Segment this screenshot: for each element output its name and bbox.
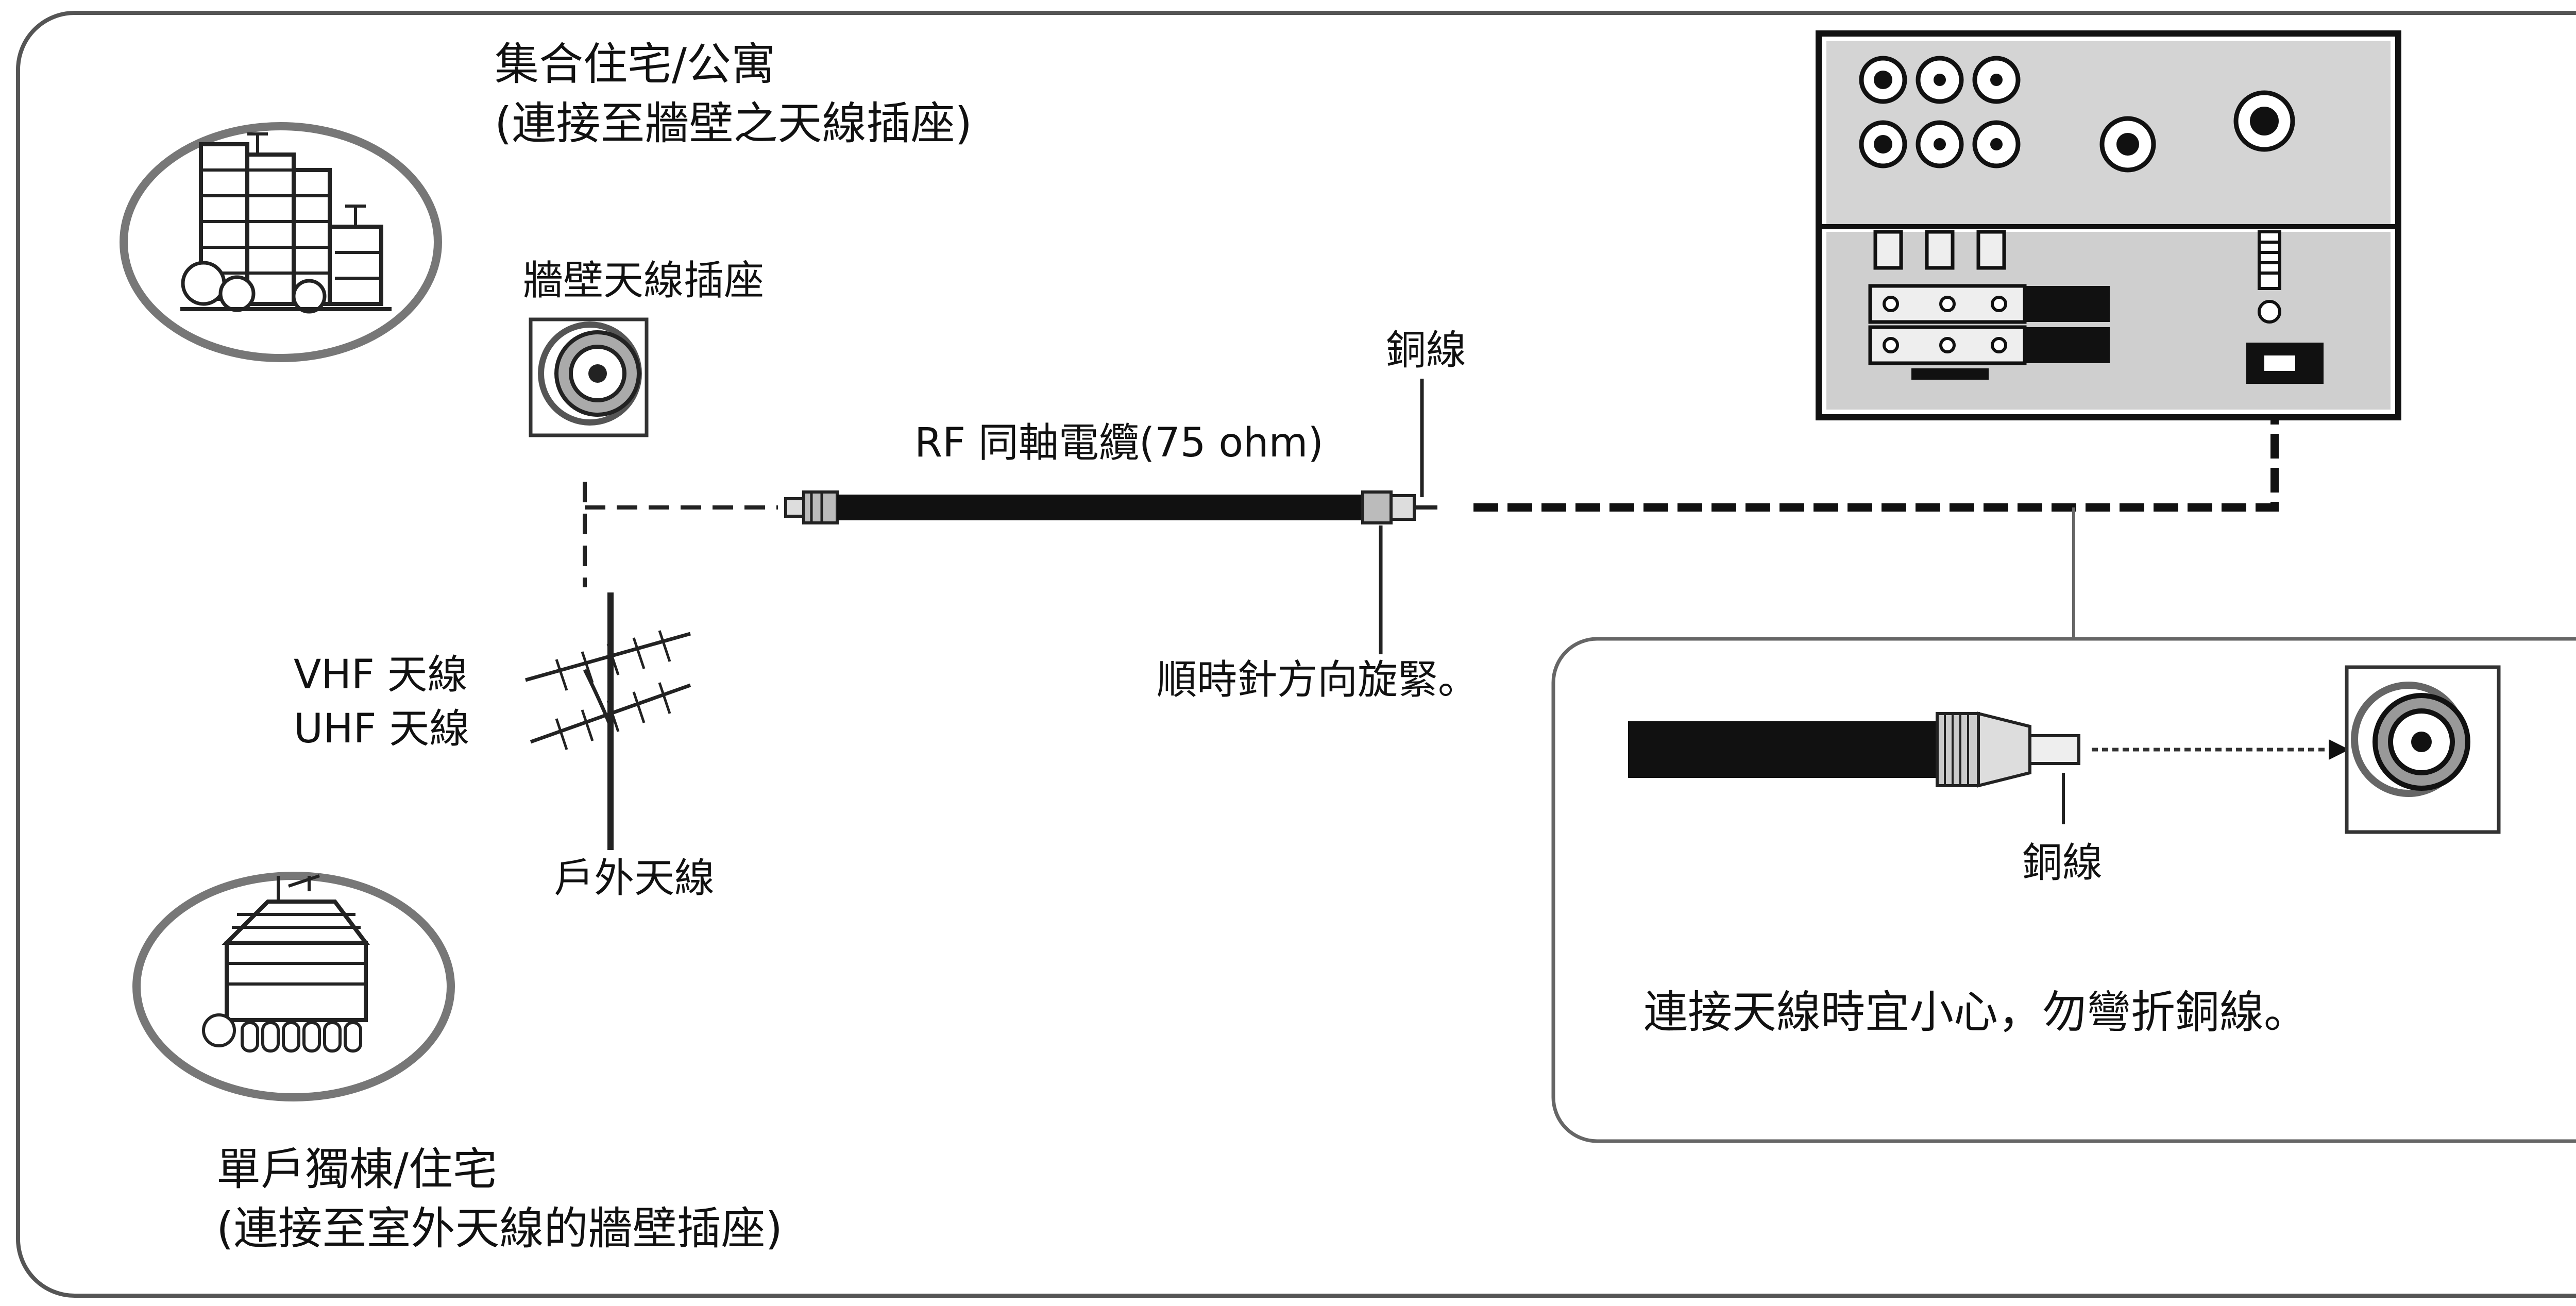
inset-caution-text: 連接天線時宜小心，勿彎折銅線。: [1643, 987, 2308, 1038]
uhf-antenna-label: UHF 天線: [294, 706, 470, 752]
cable-route-to-tv: [1473, 379, 2279, 512]
signal-dashed-lines: [583, 482, 778, 587]
house-subtitle: (連接至室外天線的牆壁插座): [216, 1203, 783, 1254]
wall-outlet-label: 牆壁天線插座: [523, 258, 765, 304]
tighten-clockwise-label: 順時針方向旋緊。: [1157, 657, 1479, 703]
copper-wire-label: 銅線: [1386, 327, 1467, 374]
inset-detail-box: [1551, 637, 2576, 1143]
outer-frame: [16, 11, 2576, 1298]
tv-rear-panel-icon: [1816, 30, 2401, 420]
inset-copper-wire-label: 銅線: [2022, 840, 2103, 886]
outdoor-antenna-icon: [525, 592, 691, 850]
wall-outlet-icon: [529, 317, 649, 437]
apartment-building-icon: [120, 122, 442, 362]
rf-coaxial-cable: [784, 490, 1437, 524]
vhf-antenna-label: VHF 天線: [294, 652, 468, 698]
apartment-title: 集合住宅/公寓: [495, 39, 775, 90]
apartment-subtitle: (連接至牆壁之天線插座): [495, 98, 973, 149]
house-icon: [132, 872, 455, 1101]
house-title: 單戶獨棟/住宅: [216, 1144, 497, 1195]
outdoor-antenna-label: 戶外天線: [554, 855, 715, 902]
rf-cable-label: RF 同軸電纜(75 ohm): [914, 420, 1324, 466]
